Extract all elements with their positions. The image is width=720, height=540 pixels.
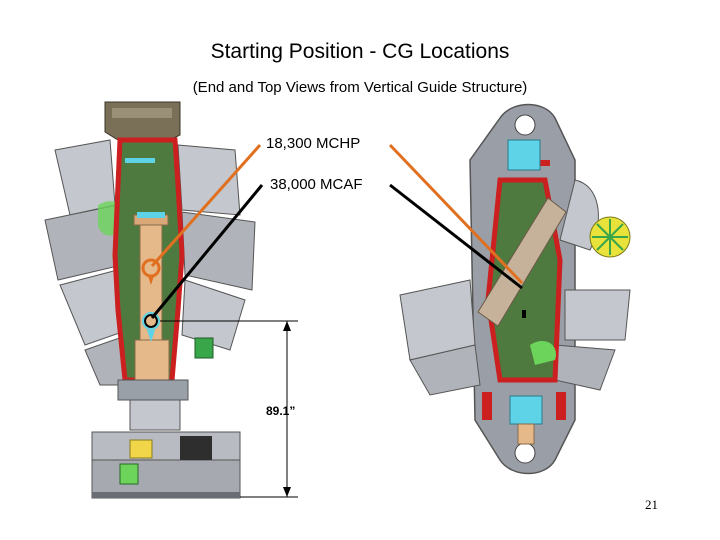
mchp-label: 18,300 MCHP	[266, 135, 361, 152]
mcaf-leader-line-right	[389, 183, 523, 290]
mchp-leader-line	[150, 144, 262, 267]
top-view-drawing	[399, 103, 631, 475]
mchp-leader-line-right	[388, 143, 524, 285]
end-view-drawing	[44, 101, 256, 499]
mcaf-leader-line	[150, 184, 264, 319]
slide-title: Starting Position - CG Locations	[210, 40, 510, 63]
page-number: 21	[645, 497, 658, 512]
mcaf-label: 38,000 MCAF	[270, 176, 363, 193]
height-dimension-label: 89.1”	[266, 404, 296, 418]
height-dimension-marker	[160, 320, 298, 498]
slide-subtitle: (End and Top Views from Vertical Guide S…	[192, 79, 528, 96]
